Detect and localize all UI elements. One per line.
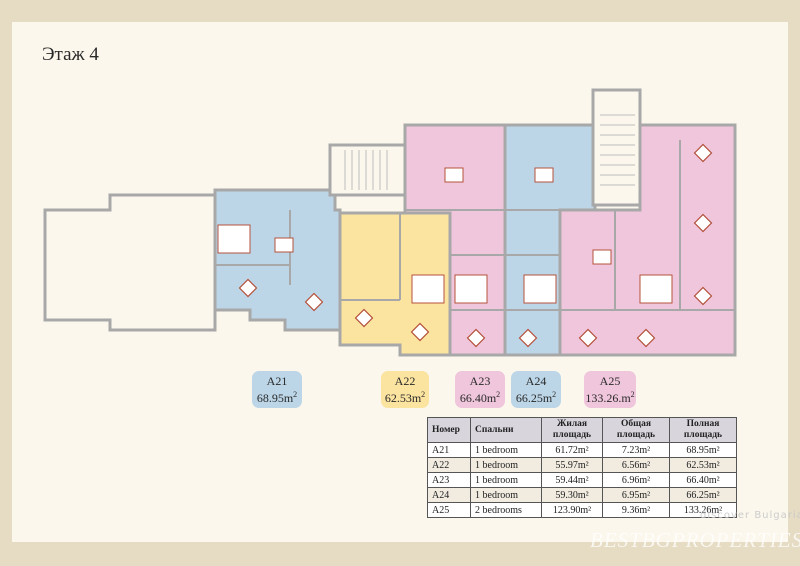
- table-icon: [636, 328, 656, 348]
- cell: 1 bedroom: [470, 442, 542, 458]
- header-living-area: Жилая площадь: [541, 417, 603, 443]
- cell: A22: [427, 457, 471, 473]
- unit-id: A24: [525, 374, 547, 388]
- table-icon: [274, 237, 294, 253]
- interior-walls: [215, 140, 735, 311]
- bed-icon: [454, 274, 488, 304]
- small-table-icons: [274, 167, 612, 265]
- cell: A21: [427, 442, 471, 458]
- unit-id: A22: [394, 374, 416, 388]
- bed-icons: [217, 224, 673, 304]
- dining-table-icons: [238, 143, 713, 348]
- cell: 66.25m²: [669, 487, 737, 503]
- area-table: Номер Спальни Жилая площадь Общая площад…: [427, 417, 737, 518]
- cell: 6.95m²: [602, 487, 670, 503]
- table-header-row: Номер Спальни Жилая площадь Общая площад…: [427, 417, 737, 443]
- cell: 61.72m²: [541, 442, 603, 458]
- terrace-outline: [43, 193, 217, 332]
- table-icon: [304, 292, 324, 312]
- unit-area: 133.26.m: [585, 391, 631, 405]
- cell: 1 bedroom: [470, 457, 542, 473]
- table-icon: [238, 278, 258, 298]
- cell: 68.95m²: [669, 442, 737, 458]
- cell: 59.44m²: [541, 472, 603, 488]
- header-bedrooms: Спальни: [470, 417, 542, 443]
- unit-area: 66.40m: [459, 391, 497, 405]
- unit-id: A23: [469, 374, 491, 388]
- cell: 59.30m²: [541, 487, 603, 503]
- unit-badge-a21[interactable]: A21 68.95m2: [252, 371, 302, 408]
- table-icon: [410, 322, 430, 342]
- cell: 1 bedroom: [470, 472, 542, 488]
- cell: 6.56m²: [602, 457, 670, 473]
- unit-id: A21: [266, 374, 288, 388]
- cell: A24: [427, 487, 471, 503]
- unit-badge-a24[interactable]: A24 66.25m2: [511, 371, 561, 408]
- header-total-area: Полная площадь: [669, 417, 737, 443]
- table-icon: [518, 328, 538, 348]
- cell: 1 bedroom: [470, 487, 542, 503]
- floor-title: Этаж 4: [42, 44, 99, 65]
- unit-a21-area: [213, 188, 342, 332]
- stairwell-left: [328, 143, 407, 197]
- cell: 133.26m²: [669, 502, 737, 518]
- table-icon: [693, 286, 713, 306]
- stairs-icon: [344, 114, 635, 190]
- table-icon: [466, 328, 486, 348]
- cell: 9.36m²: [602, 502, 670, 518]
- table-icon: [693, 143, 713, 163]
- table-icon: [354, 308, 374, 328]
- unit-badge-a25[interactable]: A25 133.26.m2: [584, 371, 636, 408]
- table-icon: [534, 167, 554, 183]
- bed-icon: [523, 274, 557, 304]
- cell: 62.53m²: [669, 457, 737, 473]
- table-icon: [693, 213, 713, 233]
- table-icon: [592, 249, 612, 265]
- cell: 66.40m²: [669, 472, 737, 488]
- cell: A23: [427, 472, 471, 488]
- unit-id: A25: [599, 374, 621, 388]
- stair-tower: [591, 88, 642, 207]
- bed-icon: [217, 224, 251, 254]
- unit-area: 68.95m: [256, 391, 294, 405]
- header-common-area: Общая площадь: [602, 417, 670, 443]
- watermark-tagline: discover Bulgaria: [700, 510, 800, 521]
- cell: A25: [427, 502, 471, 518]
- cell: 2 bedrooms: [470, 502, 542, 518]
- cell: 123.90m²: [541, 502, 603, 518]
- watermark-brand: BESTBGPROPERTIES: [590, 528, 800, 552]
- cell: 7.23m²: [602, 442, 670, 458]
- table-icon: [578, 328, 598, 348]
- cell: 6.96m²: [602, 472, 670, 488]
- table-icon: [444, 167, 464, 183]
- unit-badge-a22[interactable]: A22 62.53m2: [381, 371, 429, 408]
- unit-area: 62.53m: [384, 391, 422, 405]
- bed-icon: [639, 274, 673, 304]
- bed-icon: [411, 274, 445, 304]
- header-number: Номер: [427, 417, 471, 443]
- unit-area: 66.25m: [515, 391, 553, 405]
- unit-badge-a23[interactable]: A23 66.40m2: [455, 371, 505, 408]
- cell: 55.97m²: [541, 457, 603, 473]
